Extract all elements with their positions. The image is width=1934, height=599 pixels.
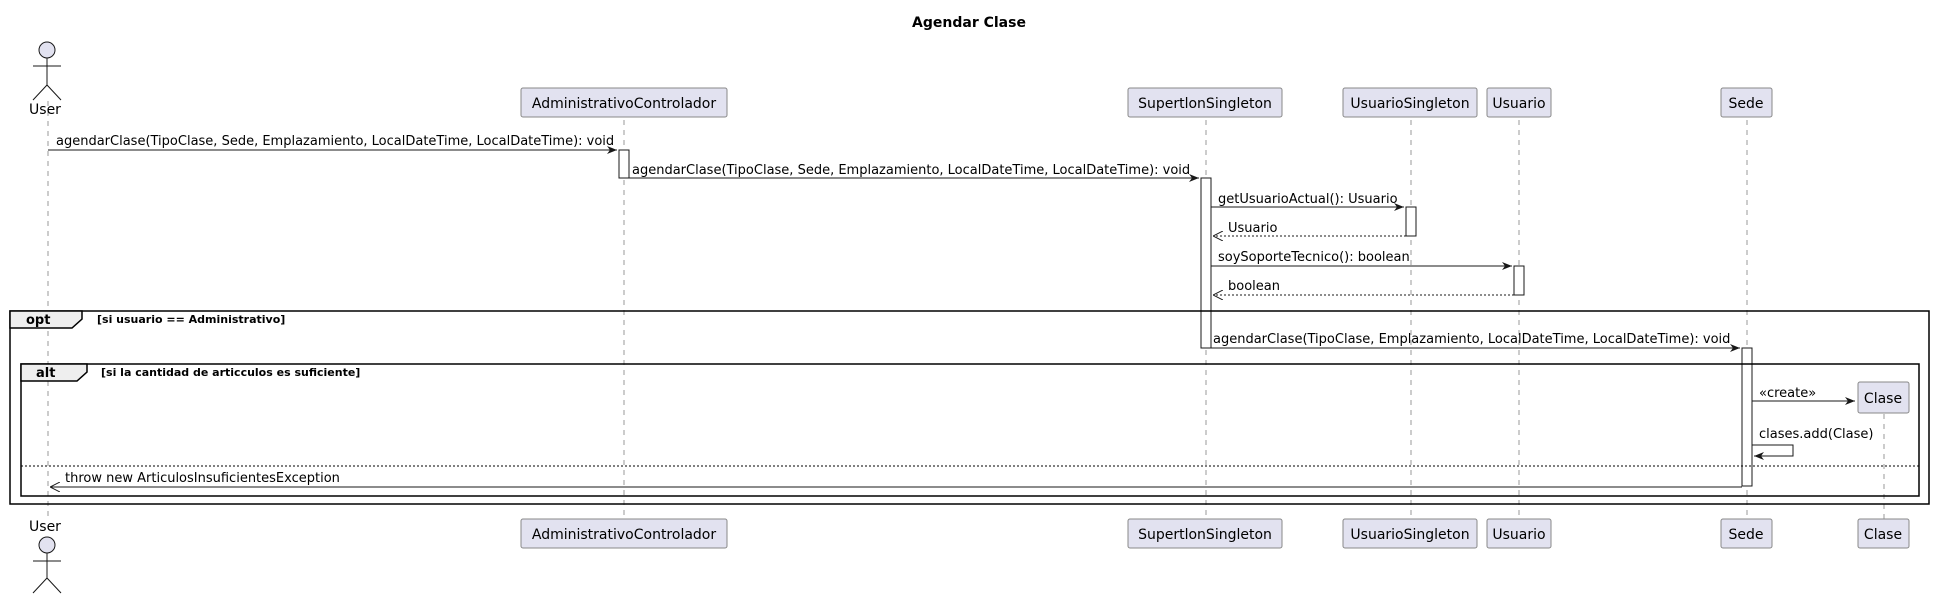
actor-head-icon — [38, 536, 56, 554]
frame-border — [9, 310, 1930, 505]
message-1: agendarClase(TipoClase, Sede, Emplazamie… — [48, 134, 617, 154]
actor-body-icon — [32, 553, 62, 594]
message-10: throw new ArticulosInsuficientesExceptio… — [50, 471, 1742, 487]
message-label: agendarClase(TipoClase, Sede, Emplazamie… — [56, 134, 614, 149]
participant-usuario-top: Usuario — [1486, 87, 1552, 118]
activation-supertlon — [1200, 177, 1212, 349]
participant-box — [1486, 518, 1552, 549]
participant-label-user-bottom: User — [29, 519, 61, 535]
message-label: soySoporteTecnico(): boolean — [1218, 250, 1410, 265]
message-label: clases.add(Clase) — [1759, 427, 1873, 442]
user-actor-bottom: User — [29, 519, 62, 594]
message-label: boolean — [1228, 279, 1280, 294]
participant-label: Clase — [1864, 391, 1902, 407]
message-label: «create» — [1759, 386, 1816, 401]
participant-label: Clase — [1864, 527, 1902, 543]
participant-label: Usuario — [1492, 527, 1545, 543]
alt-frame: alt [si la cantidad de articculos es suf… — [20, 363, 1920, 497]
frame-tab — [9, 310, 83, 329]
message-label: agendarClase(TipoClase, Sede, Emplazamie… — [632, 163, 1190, 178]
participant-usuario-bottom: Usuario — [1486, 518, 1552, 549]
actor-body-icon — [32, 58, 62, 101]
participant-label: AdministrativoControlador — [532, 96, 716, 112]
participant-usuario-singleton-bottom: UsuarioSingleton — [1342, 518, 1478, 549]
participant-label: Sede — [1729, 527, 1764, 543]
message-2: agendarClase(TipoClase, Sede, Emplazamie… — [629, 163, 1199, 182]
participant-box — [1486, 87, 1552, 118]
frame-border — [20, 363, 1920, 497]
participant-sede-top: Sede — [1720, 87, 1773, 118]
participant-admin-bottom: AdministrativoControlador — [520, 518, 728, 549]
activation-usuario — [1513, 265, 1525, 296]
participant-admin-top: AdministrativoControlador — [520, 87, 728, 118]
participant-box — [1127, 518, 1283, 549]
activation-usuario-singleton — [1405, 206, 1417, 237]
participant-label: SupertlonSingleton — [1138, 96, 1272, 112]
activation-admin — [618, 149, 630, 179]
participant-box — [1342, 518, 1478, 549]
frame-keyword: alt — [36, 366, 55, 381]
message-label: agendarClase(TipoClase, Emplazamiento, L… — [1213, 332, 1730, 347]
frame-tab — [20, 363, 88, 382]
user-actor-top: User — [29, 41, 62, 118]
message-4-return: Usuario — [1213, 221, 1406, 236]
message-label: getUsuarioActual(): Usuario — [1218, 192, 1398, 207]
message-9-self: clases.add(Clase) — [1752, 427, 1873, 460]
participant-label: Usuario — [1492, 96, 1545, 112]
participant-label: AdministrativoControlador — [532, 527, 716, 543]
participant-supertlon-top: SupertlonSingleton — [1127, 87, 1283, 118]
participant-box — [520, 518, 728, 549]
participant-box — [1857, 381, 1910, 414]
message-7: agendarClase(TipoClase, Emplazamiento, L… — [1211, 332, 1740, 352]
message-8-create: «create» — [1752, 386, 1855, 405]
participant-label: Sede — [1729, 96, 1764, 112]
participant-box — [1720, 518, 1773, 549]
frame-guard: [si la cantidad de articculos es suficie… — [101, 366, 360, 379]
participant-box — [1857, 518, 1910, 549]
participant-box — [1127, 87, 1283, 118]
message-6-return: boolean — [1213, 279, 1514, 295]
frame-guard: [si usuario == Administrativo] — [97, 313, 285, 326]
opt-frame: opt [si usuario == Administrativo] — [9, 310, 1930, 505]
activation-sede — [1741, 347, 1753, 487]
participant-usuario-singleton-top: UsuarioSingleton — [1342, 87, 1478, 118]
participant-clase-created: Clase — [1857, 381, 1910, 414]
participant-sede-bottom: Sede — [1720, 518, 1773, 549]
participant-supertlon-bottom: SupertlonSingleton — [1127, 518, 1283, 549]
actor-head-icon — [38, 41, 56, 59]
message-3: getUsuarioActual(): Usuario — [1211, 192, 1404, 211]
diagram-title: Agendar Clase — [912, 15, 1026, 31]
participant-label: UsuarioSingleton — [1350, 96, 1469, 112]
message-5: soySoporteTecnico(): boolean — [1211, 250, 1512, 270]
participant-label: SupertlonSingleton — [1138, 527, 1272, 543]
participant-clase-bottom: Clase — [1857, 518, 1910, 549]
participant-label: UsuarioSingleton — [1350, 527, 1469, 543]
message-arrow — [1752, 444, 1794, 460]
participant-box — [1342, 87, 1478, 118]
message-label: Usuario — [1228, 221, 1277, 236]
participant-label-user-top: User — [29, 102, 61, 118]
message-label: throw new ArticulosInsuficientesExceptio… — [65, 471, 340, 486]
participant-box — [1720, 87, 1773, 118]
participant-box — [520, 87, 728, 118]
frame-keyword: opt — [26, 313, 50, 328]
